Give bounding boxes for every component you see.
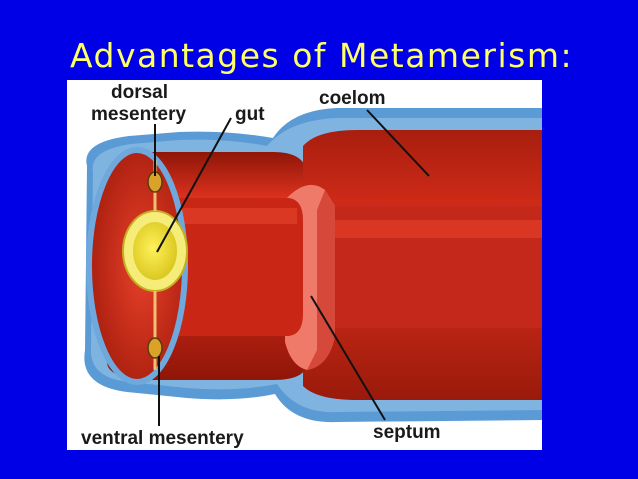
gut-inner: [133, 222, 177, 280]
gut-tube-rear-highlight: [335, 220, 542, 238]
slide-title: Advantages of Metamerism:: [70, 36, 574, 75]
label-dorsal-mesentery: mesentery: [91, 104, 186, 125]
pointer-coelom: [366, 109, 430, 177]
pointer-gut: [156, 117, 232, 253]
ventral-vessel: [147, 337, 163, 359]
label-gut: gut: [235, 104, 265, 125]
diagram-svg: dorsal mesentery gut coelom ventral mese…: [81, 82, 542, 449]
gut-tube-front: [151, 198, 303, 336]
label-dorsal: dorsal: [111, 82, 168, 103]
label-coelom: coelom: [319, 88, 386, 109]
label-septum: septum: [373, 422, 441, 443]
metamerism-diagram: dorsal mesentery gut coelom ventral mese…: [67, 80, 542, 450]
pointer-septum: [310, 295, 386, 421]
gut-tube-front-highlight: [157, 208, 297, 224]
label-ventral-mesentery: ventral mesentery: [81, 428, 244, 449]
